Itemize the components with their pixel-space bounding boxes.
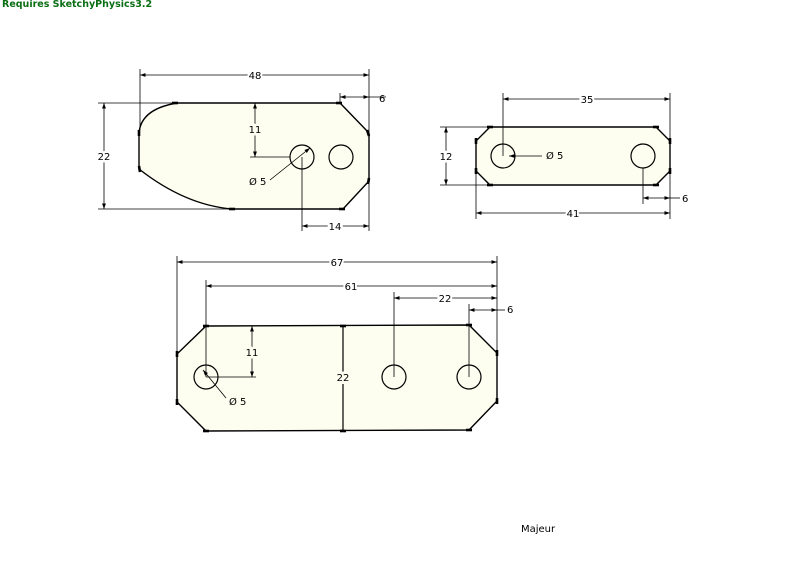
part-3-height-label: 22: [337, 373, 350, 384]
part-1-hole-right: [328, 144, 354, 170]
plugin-requirement-banner: Requires SketchyPhysics3.2: [2, 0, 153, 10]
part-3-hole-spacing-label: 22: [439, 294, 452, 305]
part-3-vertex-marks: [175, 323, 499, 433]
part-1-hole-height-label: 11: [249, 125, 262, 136]
part-3: 67 61 22 6 11 22 Ø 5: [175, 256, 513, 433]
part-1-hole-offset-label: 14: [329, 222, 342, 233]
part-2-center-distance-label: 35: [581, 95, 594, 106]
part-2: 35 12 Ø 5 41 6: [437, 93, 688, 222]
part-3-hole-height-label: 11: [246, 348, 259, 359]
part-1-width-label: 48: [249, 71, 262, 82]
part-1-diameter-label: Ø 5: [249, 176, 266, 188]
part-2-diameter-label: Ø 5: [546, 150, 563, 162]
part-3-width-label: 67: [331, 258, 344, 269]
part-3-diameter-leader: [202, 369, 227, 399]
part-2-hole-right: [630, 143, 656, 169]
part-2-chamfer-label: 6: [682, 194, 688, 205]
part-1: 48 6 22 11 Ø 5 14: [95, 69, 386, 235]
part-2-height-label: 12: [440, 152, 453, 163]
part-1-diameter-leader: [269, 147, 311, 181]
part-1-height-label: 22: [98, 152, 111, 163]
part-1-chamfer-label: 6: [379, 94, 385, 105]
part-3-chamfer-label: 6: [507, 305, 513, 316]
part-3-hole-span-label: 61: [345, 282, 358, 293]
part-3-diameter-label: Ø 5: [229, 396, 246, 408]
part-2-length-label: 41: [567, 209, 580, 220]
drawing-caption: Majeur: [521, 524, 556, 535]
